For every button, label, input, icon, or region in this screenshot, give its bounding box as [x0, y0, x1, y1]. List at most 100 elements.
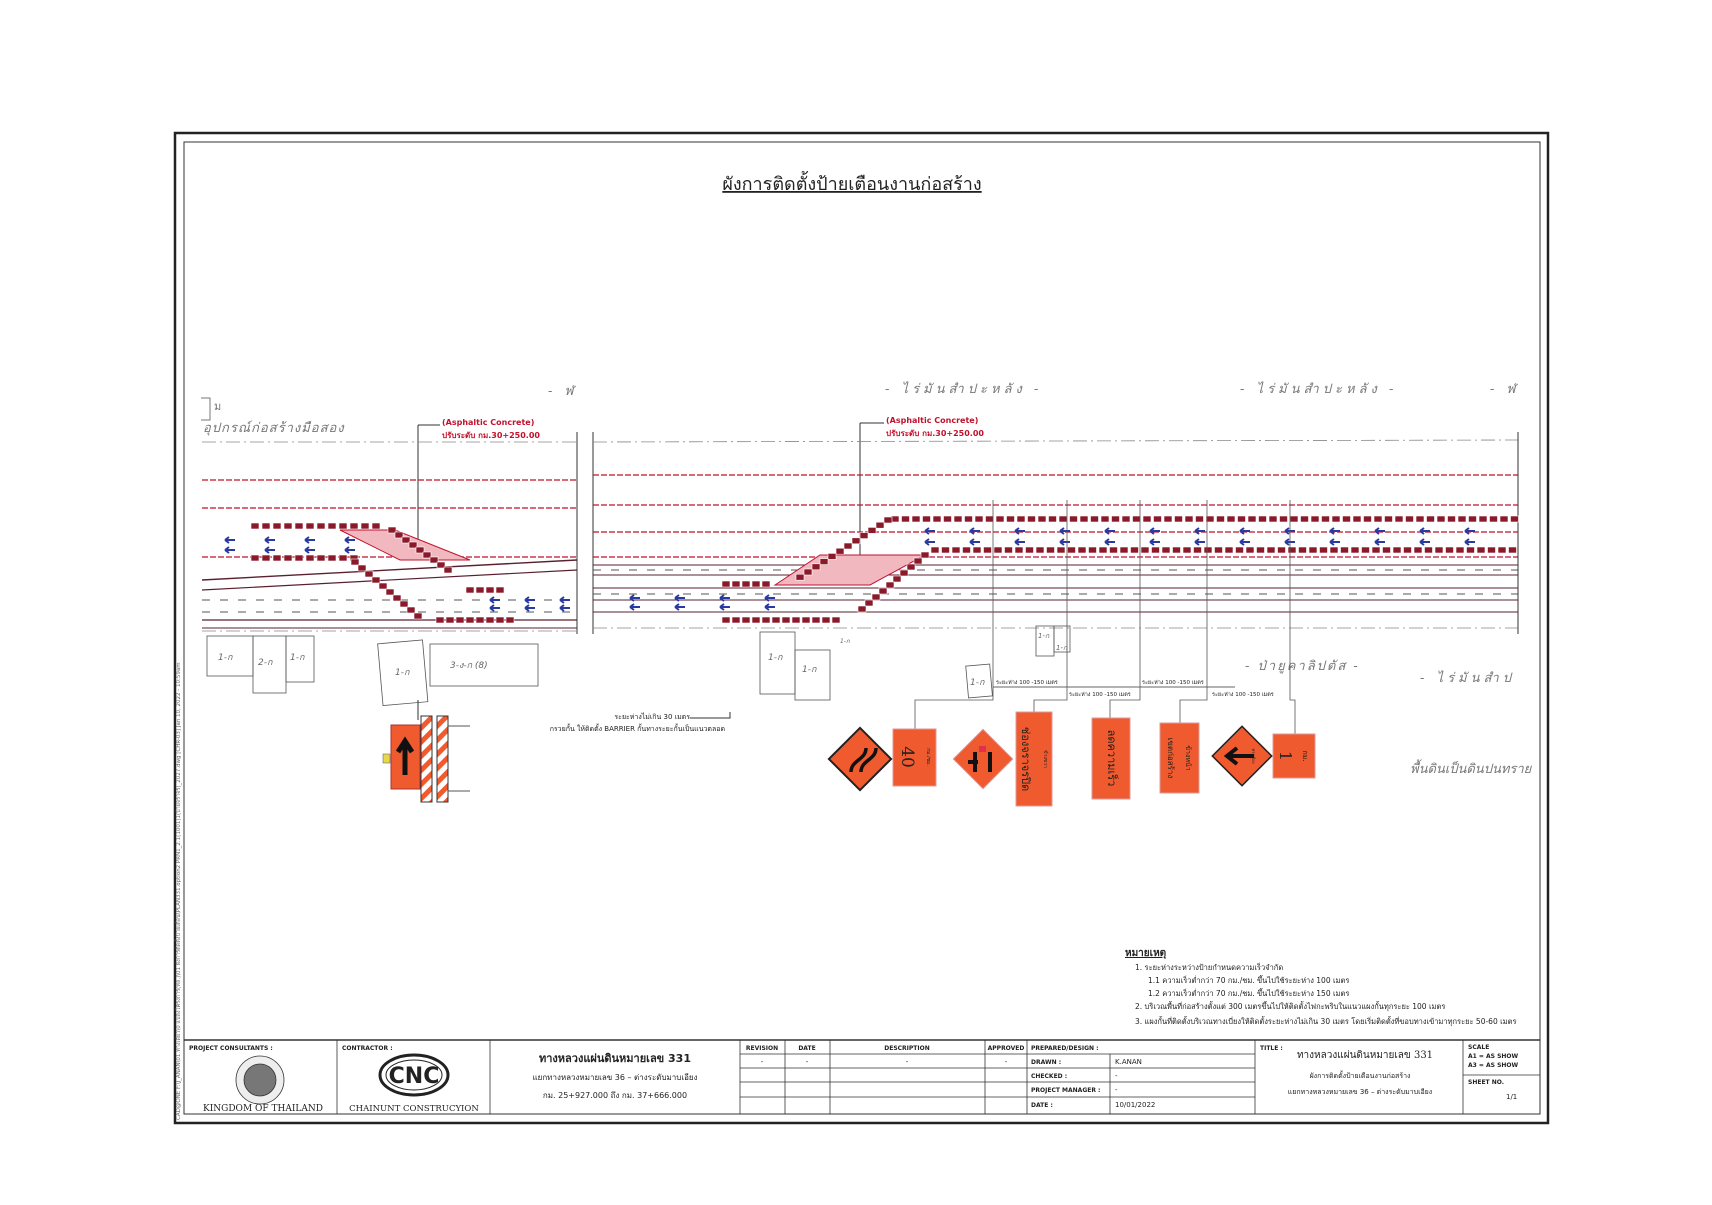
slow-down-text: ลดความเร็ว	[1105, 730, 1119, 787]
traffic-cone-icon	[1067, 546, 1076, 554]
traffic-cone-icon	[811, 616, 821, 624]
traffic-cone-icon	[1497, 546, 1507, 554]
traffic-cone-icon	[1499, 515, 1509, 523]
traffic-cone-icon	[835, 547, 845, 555]
traffic-cone-icon	[1098, 546, 1108, 554]
box-label: 1-ก	[970, 678, 985, 688]
traffic-cone-icon	[922, 515, 931, 523]
scale-a1: A1 = AS SHOW	[1468, 1053, 1519, 1060]
asphalt-label-1: (Asphaltic Concrete)	[442, 418, 534, 427]
traffic-cone-icon	[1329, 546, 1339, 554]
traffic-cone-icon	[1111, 515, 1120, 523]
spacing-label: ระยะห่าง 100 -150 เมตร	[1069, 692, 1131, 698]
traffic-cone-icon	[1308, 546, 1318, 554]
arrow-left-icon	[629, 603, 640, 611]
traffic-cone-icon	[406, 606, 416, 614]
traffic-cone-icon	[1130, 546, 1139, 554]
traffic-cone-icon	[305, 554, 315, 562]
work-zone-hatch	[339, 529, 471, 561]
sign-detour-diamond: ทางเบี่ยง	[1211, 725, 1273, 787]
traffic-cone-icon	[1226, 515, 1236, 523]
road-edge	[201, 559, 578, 581]
arrow-left-icon	[264, 536, 275, 544]
project-section: แยกทางหลวงหมายเลข 36 – ต่างระดับมาบเอียง	[532, 1073, 697, 1082]
traffic-cone-icon	[364, 570, 374, 578]
traffic-cone-icon	[485, 616, 495, 624]
arrow-left-icon	[1194, 538, 1205, 546]
traffic-cone-icon	[731, 616, 741, 624]
traffic-cone-icon	[1457, 515, 1467, 523]
box-label: 1-ก	[840, 638, 850, 645]
level-label-1: ปรับระดับ กม.30+250.00	[442, 431, 540, 440]
traffic-cone-icon	[394, 531, 404, 539]
traffic-cone-icon	[1121, 515, 1131, 523]
traffic-cone-icon	[781, 616, 791, 624]
distance-value: 1	[1276, 751, 1295, 761]
revision-header: REVISION	[746, 1045, 778, 1052]
arrow-left-icon	[1374, 538, 1385, 546]
traffic-cone-icon	[1119, 546, 1129, 554]
traffic-cone-icon	[475, 586, 485, 594]
barrier-panel	[436, 715, 449, 803]
traffic-cone-icon	[1046, 546, 1055, 554]
sign-merge-diamond	[827, 726, 893, 792]
traffic-cone-icon	[883, 516, 893, 524]
traffic-cone-icon	[272, 554, 282, 562]
traffic-cone-icon	[1100, 515, 1110, 523]
traffic-cone-icon	[371, 576, 381, 584]
consultant-label: PROJECT CONSULTANTS :	[189, 1045, 273, 1052]
arrow-left-icon	[1419, 538, 1430, 546]
traffic-cone-icon	[1088, 546, 1097, 554]
sheet-title-line3: แยกทางหลวงหมายเลข 36 – ต่างระดับมาบเอียง	[1288, 1088, 1432, 1096]
traffic-cone-icon	[791, 616, 801, 624]
pm-value: -	[1115, 1086, 1118, 1094]
note-item: 2. บริเวณพื้นที่ก่อสร้างตั้งแต่ 300 เมตร…	[1135, 1001, 1445, 1011]
box-label: 1-ก	[802, 665, 817, 675]
arrow-left-icon	[524, 596, 535, 604]
asphalt-label-2: (Asphaltic Concrete)	[886, 416, 978, 425]
revision-cell: -	[761, 1058, 764, 1066]
traffic-cone-icon	[964, 515, 973, 523]
arrow-left-icon	[719, 603, 730, 611]
traffic-cone-icon	[1476, 546, 1486, 554]
note-item: 3. แผงกั้นที่ติดตั้งบริเวณทางเบี่ยงให้ติ…	[1135, 1016, 1517, 1026]
traffic-cone-icon	[920, 551, 930, 559]
note-item: 1. ระยะห่างระหว่างป้ายกำหนดความเร็วจำกัด	[1135, 962, 1283, 972]
traffic-cone-icon	[371, 522, 381, 530]
traffic-cone-icon	[294, 554, 304, 562]
traffic-cone-icon	[385, 588, 395, 596]
sheet-label: SHEET NO.	[1468, 1079, 1504, 1086]
pm-label: PROJECT MANAGER :	[1031, 1087, 1100, 1094]
arrow-left-icon	[224, 546, 235, 554]
approved-cell: -	[1005, 1058, 1008, 1066]
traffic-cone-icon	[1361, 546, 1370, 554]
traffic-cone-icon	[1006, 515, 1015, 523]
traffic-cone-icon	[1224, 546, 1234, 554]
traffic-cone-icon	[378, 582, 388, 590]
traffic-cone-icon	[962, 546, 971, 554]
traffic-cone-icon	[1193, 546, 1202, 554]
approved-header: APPROVED	[988, 1045, 1025, 1052]
soil-label: พื้นดินเป็นดินปนทราย	[1410, 759, 1533, 777]
sign-speed-limit: 40 กม./ชม.	[892, 728, 937, 787]
title-label: TITLE :	[1260, 1045, 1283, 1052]
traffic-cone-icon	[1434, 546, 1444, 554]
traffic-cone-icon	[843, 542, 853, 550]
traffic-cone-icon	[357, 564, 367, 572]
traffic-cone-icon	[401, 536, 411, 544]
arrow-left-icon	[344, 536, 355, 544]
traffic-cone-icon	[1140, 546, 1150, 554]
sign-lane-closed: ช่องจราจรปิด ข้างขวา	[1015, 711, 1053, 807]
traffic-cone-icon	[941, 546, 950, 554]
sign-work-ahead: เขตก่อสร้าง ข้างหน้า	[1159, 722, 1200, 794]
traffic-cone-icon	[911, 515, 921, 523]
arrow-left-icon	[924, 538, 935, 546]
traffic-cone-icon	[1340, 546, 1349, 554]
traffic-cone-icon	[387, 526, 397, 534]
barrier-note: กรวยกั้น ให้ติดตั้ง BARRIER กั้นทางระยะก…	[550, 722, 725, 733]
traffic-cone-icon	[875, 521, 885, 529]
traffic-cone-icon	[505, 616, 515, 624]
field-label-b: - ฬ	[1490, 382, 1519, 397]
traffic-cone-icon	[1342, 515, 1351, 523]
